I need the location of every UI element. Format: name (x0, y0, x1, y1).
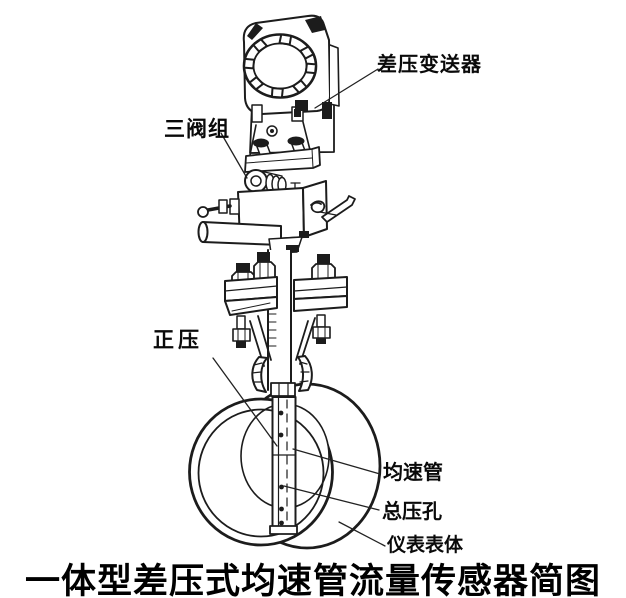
instrument-body-label: 仪表表体 (387, 535, 464, 556)
yoke-clamp (251, 355, 313, 397)
leader-instrument-body (338, 521, 386, 547)
leader-averaging-tube (292, 448, 381, 475)
manifold-band (244, 146, 321, 173)
valve-handle-left (197, 199, 232, 218)
flange-assembly (224, 252, 348, 348)
valve-bonnet (244, 169, 301, 194)
transmitter-drawing (242, 14, 340, 154)
averaging-tube-drawing (269, 396, 298, 535)
figure-title: 一体型差压式均速管流量传感器简图 (24, 562, 601, 598)
valve-handle-right (310, 195, 356, 223)
averaging-tube-label: 均速管 (383, 462, 443, 484)
leader-transmitter (314, 68, 379, 109)
leader-positive-pressure (212, 357, 278, 447)
total-pressure-hole-label: 总压孔 (382, 501, 442, 523)
positive-pressure-label: 正压 (153, 329, 203, 352)
leader-total-pressure-hole (283, 485, 380, 511)
three-valve-manifold-label: 三阀组 (164, 118, 230, 141)
leader-manifold (220, 132, 248, 179)
step-transition (268, 236, 303, 254)
leader-lines (212, 68, 386, 547)
total-pressure-holes (278, 410, 284, 526)
transmitter-label: 差压变送器 (377, 54, 482, 76)
knurl-notches (243, 33, 317, 99)
